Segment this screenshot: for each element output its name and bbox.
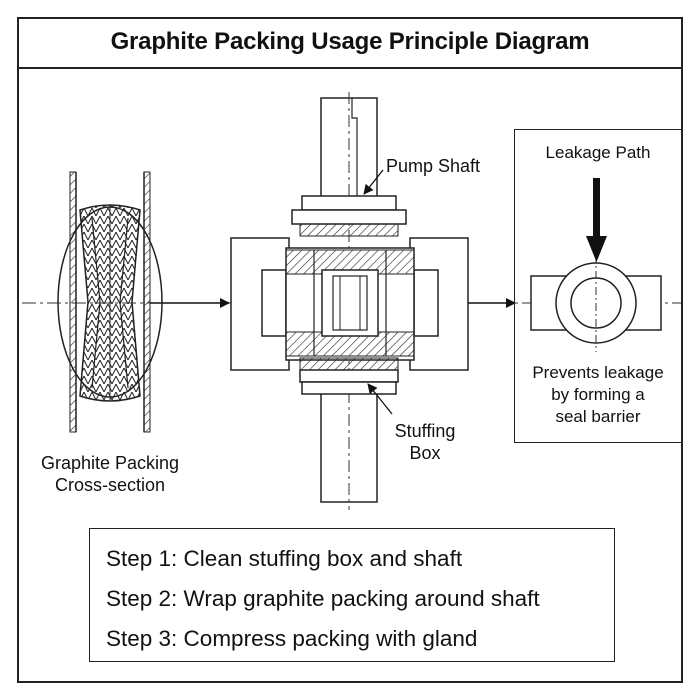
diagram-title: Graphite Packing Usage Principle Diagram bbox=[110, 28, 590, 55]
steps-box: Step 1: Clean stuffing box and shaft Ste… bbox=[89, 528, 615, 662]
step-2: Step 2: Wrap graphite packing around sha… bbox=[106, 586, 540, 611]
step-3: Step 3: Compress packing with gland bbox=[106, 626, 478, 651]
seal-barrier-label: Prevents leakage by forming a seal barri… bbox=[532, 363, 664, 426]
seal-barrier-detail bbox=[530, 255, 662, 352]
pump-shaft-leader bbox=[363, 169, 384, 195]
leakage-panel bbox=[514, 129, 682, 443]
diagram-frame bbox=[17, 17, 683, 683]
title-bar: Graphite Packing Usage Principle Diagram bbox=[17, 17, 683, 69]
stuffing-box-leader bbox=[367, 383, 393, 415]
cross-section-label: Graphite Packing Cross-section bbox=[40, 453, 180, 495]
packing-cross-section bbox=[57, 171, 163, 433]
stuffing-box-assembly bbox=[230, 92, 469, 510]
leakage-arrow bbox=[586, 178, 607, 262]
pump-shaft-label: Pump Shaft bbox=[386, 156, 481, 176]
stuffing-box-label: Stuffing Box bbox=[394, 421, 456, 463]
leakage-path-label: Leakage Path bbox=[545, 143, 651, 162]
step-1: Step 1: Clean stuffing box and shaft bbox=[106, 546, 463, 571]
